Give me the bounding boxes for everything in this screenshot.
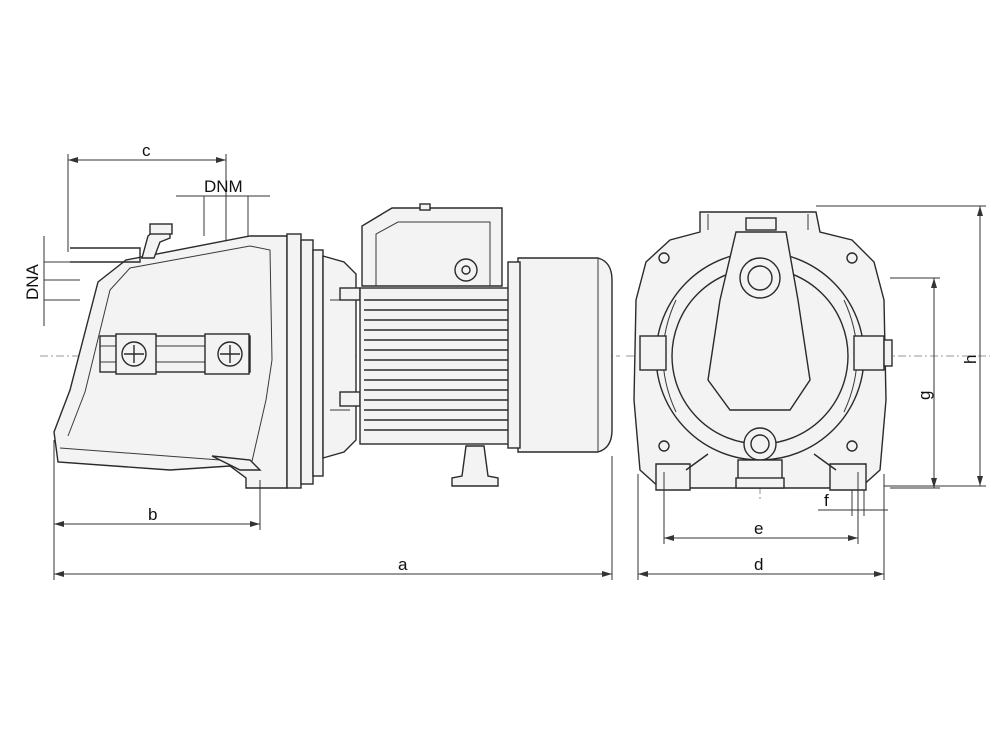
label-c: c bbox=[142, 141, 151, 160]
label-h: h bbox=[961, 355, 980, 364]
terminal-box bbox=[361, 207, 503, 287]
label-dna: DNA bbox=[23, 263, 42, 300]
base-foot bbox=[655, 463, 691, 491]
dimension-lines bbox=[43, 154, 986, 580]
label-f: f bbox=[824, 491, 829, 510]
motor-body bbox=[359, 287, 511, 445]
screw-icon bbox=[121, 341, 147, 367]
front-view bbox=[626, 211, 990, 500]
label-dnm: DNM bbox=[204, 177, 243, 196]
label-b: b bbox=[148, 505, 157, 524]
motor-foot bbox=[451, 445, 499, 487]
label-a: a bbox=[398, 555, 408, 574]
discharge-port bbox=[739, 257, 781, 299]
side-view bbox=[40, 203, 620, 489]
mounting-flange bbox=[286, 233, 302, 489]
drain-port bbox=[743, 427, 777, 461]
screw-icon bbox=[217, 341, 243, 367]
dimension-labels: a b c DNM DNA d e f g h bbox=[23, 141, 980, 574]
fan-cover bbox=[517, 257, 613, 453]
cooling-fins bbox=[364, 299, 508, 431]
label-d: d bbox=[754, 555, 763, 574]
label-e: e bbox=[754, 519, 763, 538]
label-g: g bbox=[915, 391, 934, 400]
